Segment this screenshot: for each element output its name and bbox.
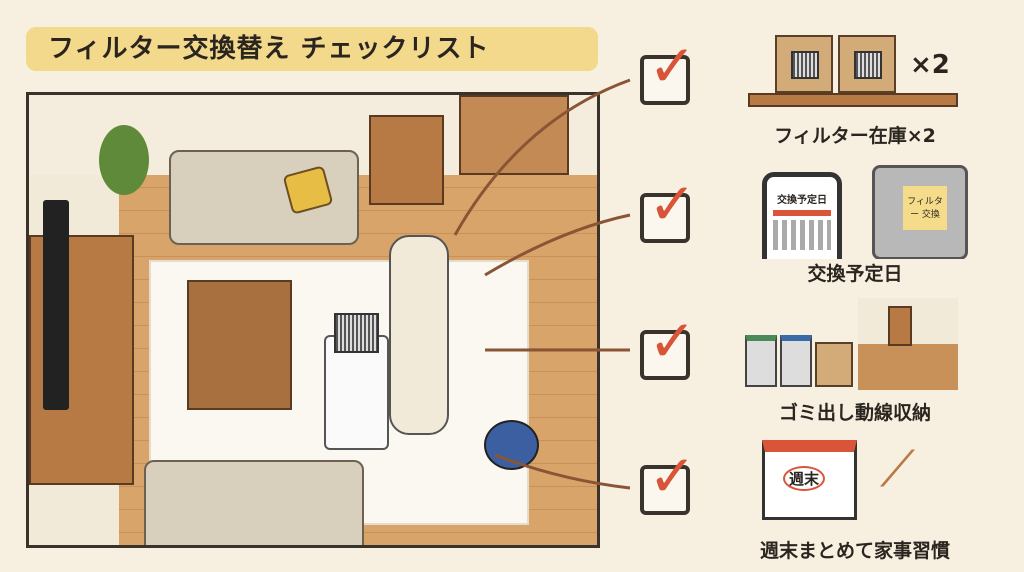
checkbox-replace-date[interactable]: ✓ <box>640 175 697 243</box>
arrow-1 <box>453 78 631 236</box>
calendar-icon: 週末 <box>762 440 857 520</box>
bookshelf <box>369 115 444 205</box>
shelf <box>748 93 958 107</box>
person <box>389 235 449 435</box>
filter-box-icon <box>838 35 896 93</box>
trash-bin-icon <box>745 335 777 387</box>
label-weekend-chores: 週末まとめて家事習慣 <box>759 540 950 562</box>
quantity-badge: ×2 <box>910 50 950 80</box>
filter <box>334 313 379 353</box>
check-icon: ✓ <box>648 32 697 100</box>
sofa-bottom <box>144 460 364 545</box>
fridge-icon: フィルター 交換 <box>872 165 968 260</box>
label-replace-date: 交換予定日 <box>745 259 965 286</box>
recycle-bin-icon <box>780 335 812 387</box>
arrow-4 <box>494 453 631 490</box>
arrow-2 <box>484 213 631 277</box>
checkbox-trash-route[interactable]: ✓ <box>640 312 697 380</box>
phone-icon: 交換予定日 <box>762 172 842 272</box>
broom-duster-icon: ⟋ <box>880 440 915 498</box>
checkbox-filter-stock[interactable]: ✓ <box>640 37 697 105</box>
door <box>459 95 569 175</box>
box-icon <box>815 342 853 387</box>
hallway-icon <box>858 298 958 390</box>
living-room-illustration <box>26 92 600 548</box>
check-icon: ✓ <box>648 307 697 375</box>
check-icon: ✓ <box>648 442 697 510</box>
page-title: フィルター交換替え チェックリスト <box>26 27 598 71</box>
tv <box>43 200 69 410</box>
check-icon: ✓ <box>648 170 697 238</box>
filter-box-icon <box>775 35 833 93</box>
calendar-text: 週末 <box>783 466 826 491</box>
checkbox-weekend-chores[interactable]: ✓ <box>640 447 697 515</box>
label-trash-route: ゴミ出し動線収納 <box>778 402 931 424</box>
plant-icon <box>99 125 149 195</box>
phone-text: 交換予定日 <box>777 195 827 206</box>
air-purifier <box>324 335 389 450</box>
coffee-table <box>187 280 292 410</box>
label-filter-stock: フィルター在庫×2 <box>774 125 936 147</box>
sticky-note: フィルター 交換 <box>903 186 947 230</box>
